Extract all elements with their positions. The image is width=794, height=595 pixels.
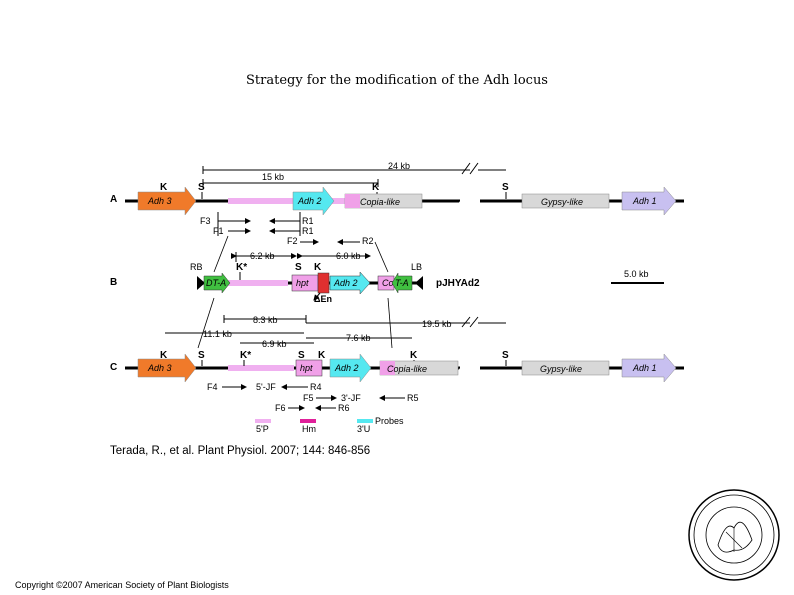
dim-7-6kb: 7.6 kb: [346, 333, 371, 343]
gene-adh2-arrow: [329, 271, 371, 295]
gene-adh3-arrow: [137, 353, 197, 383]
citation: Terada, R., et al. Plant Physiol. 2007; …: [110, 445, 371, 457]
society-seal: [688, 489, 780, 581]
gene-gypsy-box: [521, 193, 610, 209]
primer-3-jf: 3'-JF: [341, 393, 361, 403]
gene-adh3-label: Adh 3: [147, 196, 172, 206]
primer-r4: R4: [310, 382, 322, 392]
site-k-star: K*: [236, 262, 247, 273]
gene-dta-arrow: [203, 272, 231, 294]
site-k-star: K*: [240, 350, 251, 361]
dim-15kb: 15 kb: [262, 172, 284, 182]
pink-segment-a: [228, 198, 346, 204]
dim-19-5kb: 19.5 kb: [422, 319, 452, 329]
gene-hpt-label: hpt: [296, 278, 309, 288]
gene-gypsy-box: [521, 360, 610, 376]
site-s: S: [295, 262, 302, 273]
panel-a-label: A: [110, 194, 117, 205]
panel-c: C 8.3 kb 19.5 kb 11.1 kb 7.6 kb 6.9 kb K…: [110, 315, 684, 413]
legend-hm: Hm: [302, 424, 316, 434]
gene-copia-label: Copia-like: [360, 197, 400, 207]
gene-adh1-label: Adh 1: [632, 196, 657, 206]
gene-adh2-arrow: [292, 186, 335, 216]
primer-r6: R6: [338, 403, 350, 413]
gene-copia-label: Co: [382, 278, 394, 288]
gene-copia-label: Copia-like: [387, 364, 427, 374]
primer-5-jf: 5'-JF: [256, 382, 276, 392]
primer-r5: R5: [407, 393, 419, 403]
gene-hpt-box: [295, 359, 323, 377]
gene-adh2-label: Adh 2: [334, 363, 359, 373]
gene-gypsy-label: Gypsy-like: [540, 364, 582, 374]
probe-hm-swatch: [300, 419, 316, 423]
probe-3u-swatch: [357, 419, 373, 423]
gene-adh3-label: Adh 3: [147, 363, 172, 373]
primer-f5: F5: [303, 393, 314, 403]
en-label: ΔEn: [314, 294, 332, 304]
legend-probes: Probes: [375, 416, 404, 426]
dim-11-1kb: 11.1 kb: [203, 329, 232, 339]
gene-adh2-label: Adh 2: [297, 196, 322, 206]
gene-hpt-label: hpt: [300, 363, 313, 373]
dim-6-2kb: 6.2 kb: [250, 251, 275, 261]
construct-name: pJHYAd2: [436, 278, 480, 289]
gene-adh2-arrow: [329, 353, 372, 383]
scale-label: 5.0 kb: [624, 269, 649, 279]
site-s: S: [502, 182, 509, 193]
site-lb: LB: [411, 262, 422, 272]
probe-legend: Probes 5'P Hm 3'U: [255, 416, 404, 434]
legend-5p: 5'P: [256, 424, 269, 434]
primer-r2: R2: [362, 236, 374, 246]
site-k: K: [372, 182, 380, 193]
gene-adh1-arrow: [621, 353, 677, 383]
slide-title: Strategy for the modification of the Adh…: [246, 73, 548, 88]
gene-adh1-arrow: [621, 186, 677, 216]
primer-f1: F1: [213, 226, 224, 236]
gene-adh3-arrow: [137, 186, 197, 216]
site-s: S: [298, 350, 305, 361]
gene-adh1-label: Adh 1: [632, 363, 657, 373]
en-box: [317, 272, 330, 294]
gene-adh2-label: Adh 2: [333, 278, 358, 288]
site-k: K: [160, 182, 168, 193]
gene-dta2-arrow: [391, 272, 413, 294]
dim-6-9kb: 6.9 kb: [262, 339, 287, 349]
probe-5p-swatch: [255, 419, 271, 423]
panel-b-label: B: [110, 277, 117, 288]
site-k: K: [318, 350, 326, 361]
primer-r1: R1: [302, 226, 314, 236]
dim-8-3kb: 8.3 kb: [253, 315, 278, 325]
dim-6-0kb: 6.0 kb: [336, 251, 361, 261]
gene-gypsy-label: Gypsy-like: [541, 197, 583, 207]
primer-f3: F3: [200, 216, 211, 226]
site-k: K: [314, 262, 322, 273]
panel-a: A 24 kb 15 kb K S K S Adh 3 Adh 2 Cop: [110, 161, 684, 273]
site-s: S: [198, 182, 205, 193]
site-s: S: [502, 350, 509, 361]
site-k: K: [160, 350, 168, 361]
site-k: K: [410, 350, 418, 361]
gene-dta-label: DT-A: [206, 278, 226, 288]
primer-f2: F2: [287, 236, 298, 246]
dim-24kb: 24 kb: [388, 161, 410, 171]
legend-3u: 3'U: [357, 424, 370, 434]
primer-r1: R1: [302, 216, 314, 226]
site-s: S: [198, 350, 205, 361]
panel-b: B 6.2 kb 6.0 kb RB K* S K LB DT-A hpt Ad…: [110, 251, 664, 349]
primer-f4: F4: [207, 382, 218, 392]
primer-f6: F6: [275, 403, 286, 413]
panel-c-label: C: [110, 362, 117, 373]
gene-dta2-label: T-A: [395, 278, 409, 288]
copyright: Copyright ©2007 American Society of Plan…: [15, 580, 229, 590]
site-rb: RB: [190, 262, 203, 272]
